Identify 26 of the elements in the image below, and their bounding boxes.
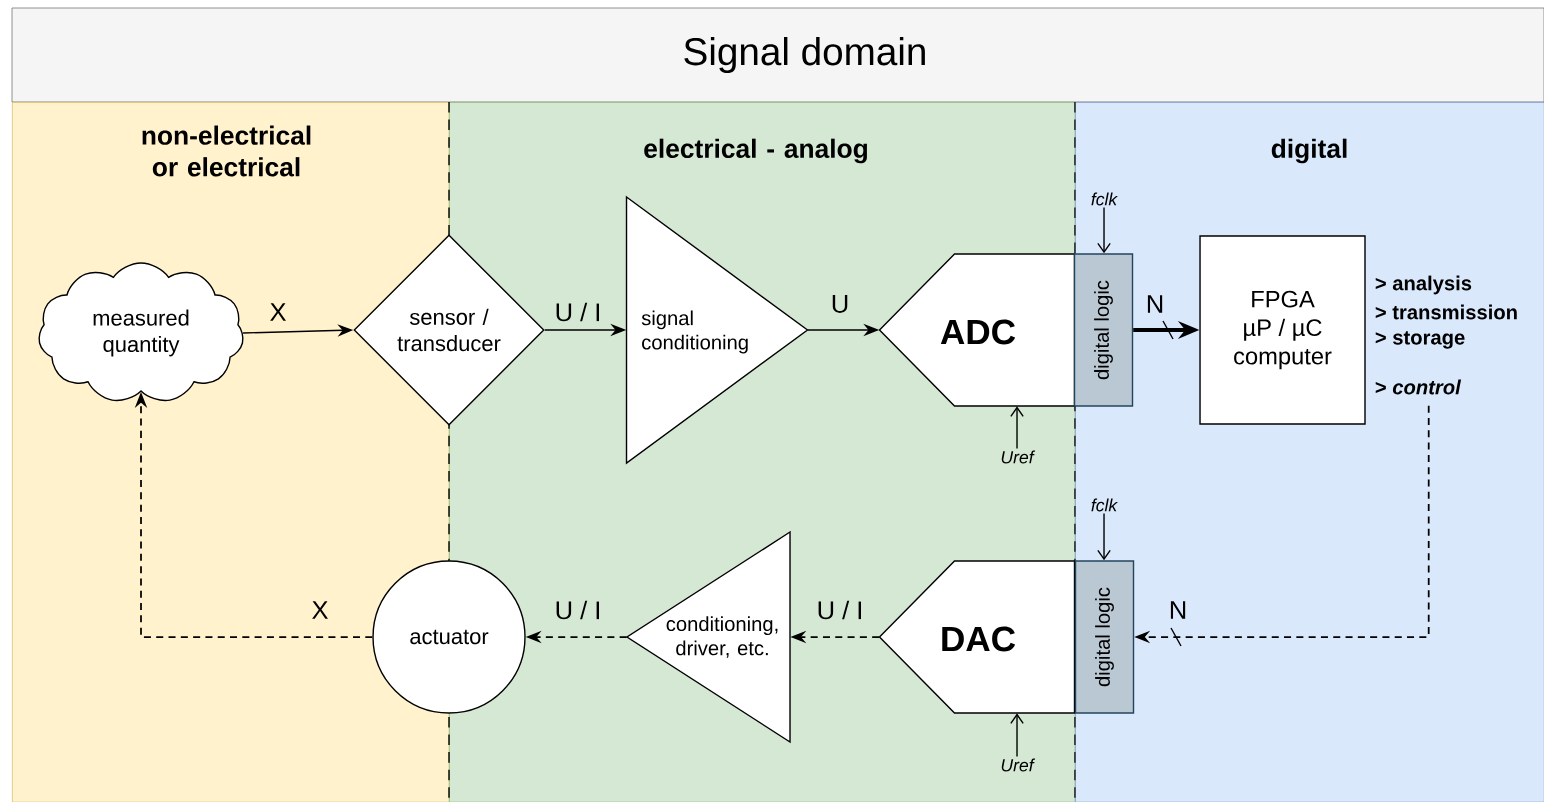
note-text: > storage [1375, 331, 1465, 349]
signal-label: Uref [1001, 758, 1036, 772]
signal-label: fclk [1091, 192, 1118, 206]
header-bar: Signal domain [11, 7, 1544, 103]
logic-block: digital logic [1073, 253, 1134, 407]
arrow [1010, 406, 1024, 450]
edge-label: U / I [818, 600, 861, 620]
edge-label: X [312, 601, 328, 619]
edge-label: N [1147, 295, 1163, 313]
arrow [1097, 512, 1111, 561]
processor-box: FPGA µP / µC computer [1199, 235, 1366, 425]
arrow [1097, 206, 1111, 254]
signal-label: Uref [1001, 450, 1036, 464]
edge-label: N [1170, 601, 1186, 619]
edge-label: U / I [556, 302, 599, 322]
converter-block: DAC [878, 560, 1076, 714]
note-text: > transmission [1375, 304, 1517, 320]
arrow [1010, 713, 1024, 758]
signal-label: fclk [1091, 498, 1118, 512]
note-text: > control [1375, 379, 1462, 395]
converter-block: ADC [878, 253, 1076, 407]
note-text: > analysis [1375, 275, 1472, 295]
logic-block: digital logic [1074, 560, 1135, 714]
edge-label: X [270, 303, 286, 321]
edge-label: U [832, 295, 848, 313]
edge-label: U / I [556, 600, 599, 620]
